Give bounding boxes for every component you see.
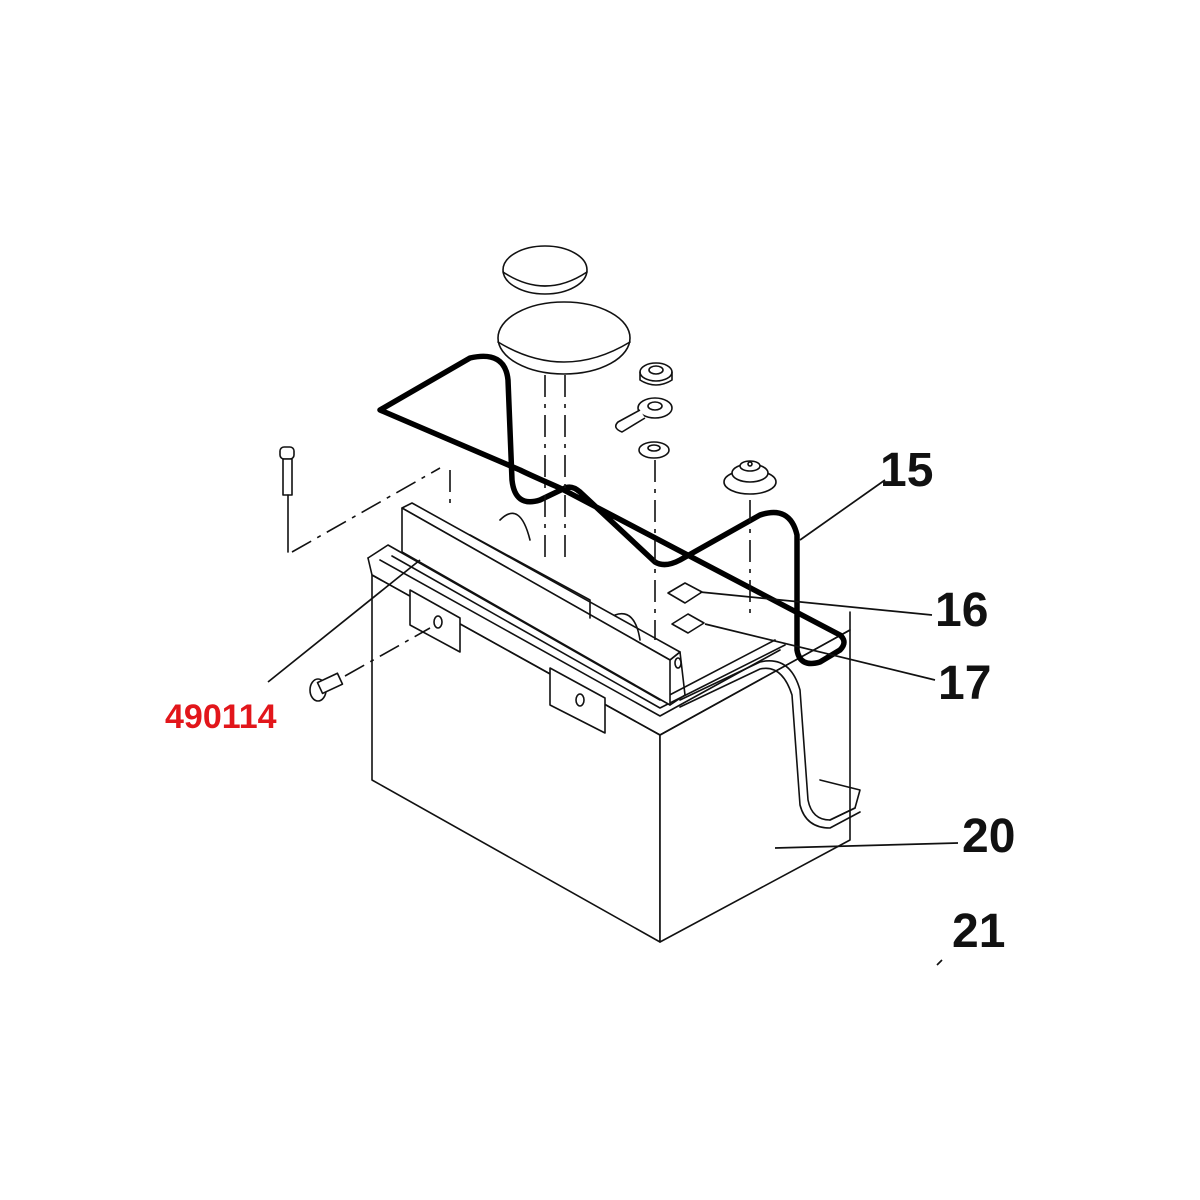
- callout-20[interactable]: 20: [962, 810, 1016, 863]
- callout-17[interactable]: 17: [938, 657, 992, 710]
- top-screw: [279, 446, 441, 553]
- callout-490114[interactable]: 490114: [165, 698, 277, 736]
- pad-16: [667, 582, 703, 604]
- washer: [638, 441, 670, 459]
- terminal-cap-large: [497, 301, 631, 375]
- internal-cell: [469, 512, 641, 641]
- pad-17: [671, 613, 705, 634]
- battery-box: [367, 544, 851, 943]
- callout-15[interactable]: 15: [880, 444, 934, 497]
- hex-nut: [639, 362, 673, 386]
- leader-lines: [267, 479, 959, 966]
- bracket-plate: [401, 502, 686, 734]
- terminal-boot: [723, 460, 777, 495]
- callout-16[interactable]: 16: [935, 584, 989, 637]
- post-dashes: [449, 375, 751, 640]
- terminal-cap-small: [502, 245, 588, 295]
- side-screw: [309, 627, 431, 702]
- ring-terminal: [614, 397, 673, 433]
- callout-21[interactable]: 21: [952, 905, 1006, 958]
- hold-down-strap: [377, 353, 847, 667]
- cable: [679, 660, 861, 829]
